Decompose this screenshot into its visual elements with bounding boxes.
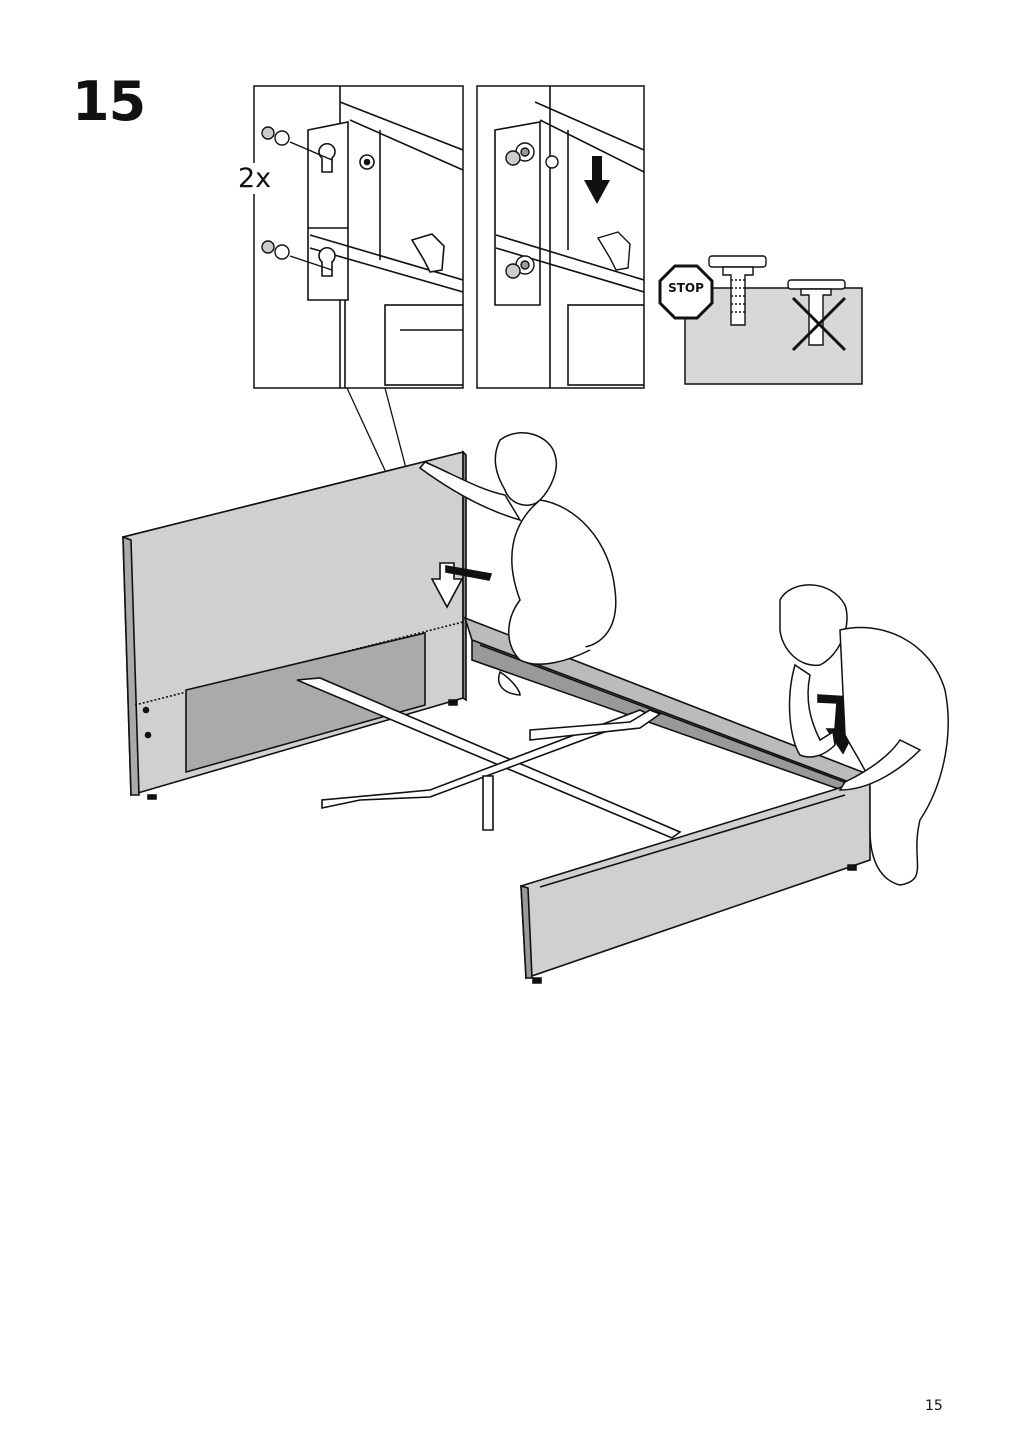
page-number: 15 (925, 1398, 943, 1414)
step-number: 15 (72, 70, 146, 133)
detail-panel-hook-screws (253, 85, 464, 389)
screw-icon-wrong (787, 279, 846, 346)
bed-assembly-scene (122, 432, 949, 984)
warning-panel (658, 255, 863, 385)
quantity-label: 2x (236, 163, 274, 194)
keyhole-bracket-icon (318, 143, 445, 277)
cross-mark-icon (791, 296, 847, 352)
screw-icon-correct (708, 255, 767, 326)
stop-sign-icon (658, 264, 714, 320)
detail-panel-hooked (476, 85, 645, 389)
down-arrow-icon (584, 156, 610, 204)
screw-icon (261, 126, 333, 271)
stop-sign-label: STOP (668, 281, 704, 295)
